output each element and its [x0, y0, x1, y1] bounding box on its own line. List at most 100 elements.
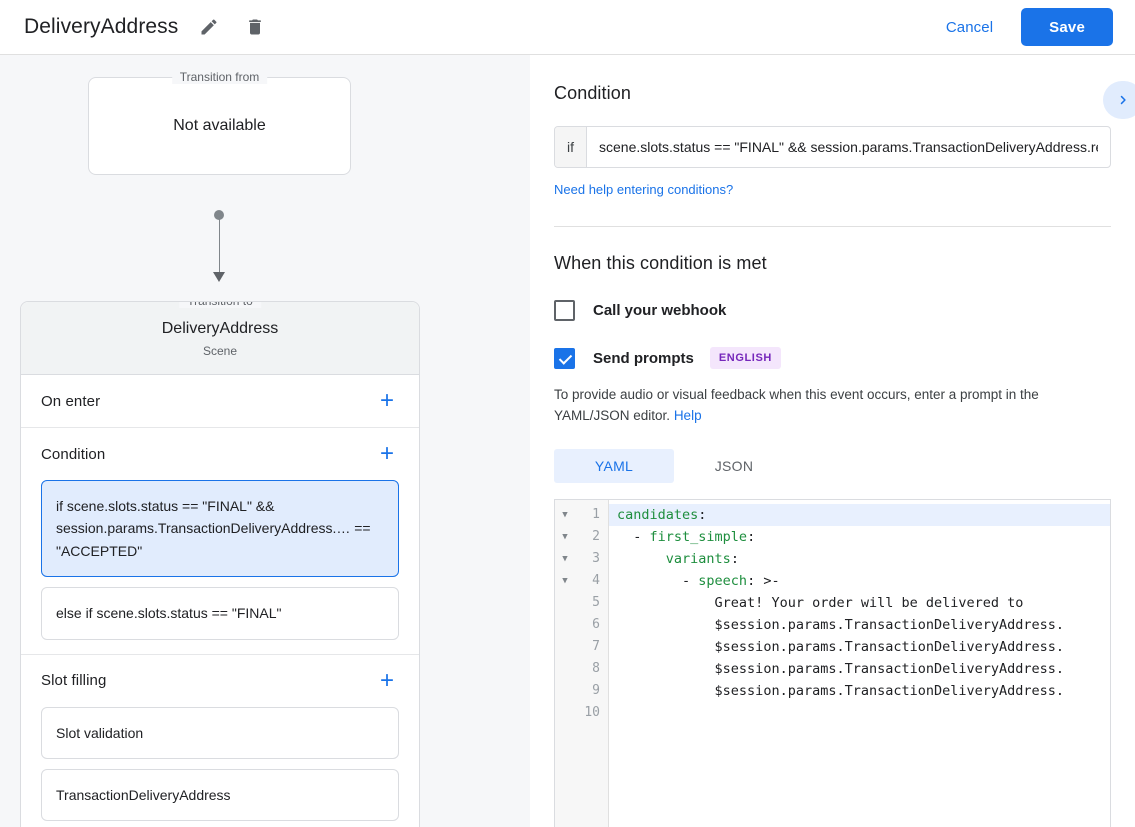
editor-gutter-line: ▼1 [555, 504, 608, 526]
code-indent [617, 683, 715, 699]
code-value-token: $session.params.TransactionDeliveryAddre… [714, 660, 1065, 677]
send-prompts-checkbox-row[interactable]: Send prompts ENGLISH [554, 347, 1111, 369]
editor-code-line: $session.params.TransactionDeliveryAddre… [609, 658, 1110, 680]
editor-gutter-line: 5 [555, 592, 608, 614]
editor-gutter-line: 7 [555, 636, 608, 658]
code-indent [617, 617, 715, 633]
section-divider [554, 226, 1111, 227]
prompts-help-link[interactable]: Help [673, 407, 702, 423]
editor-gutter-line: ▼3 [555, 548, 608, 570]
transition-to-card: Transition to DeliveryAddress Scene On e… [20, 301, 420, 827]
editor-code-line [609, 702, 1110, 724]
editor-line-number: 4 [592, 573, 600, 589]
prompts-helper-sentence: To provide audio or visual feedback when… [554, 387, 1039, 423]
code-indent [617, 639, 715, 655]
editor-line-number: 1 [592, 507, 600, 523]
add-on-enter-icon[interactable]: + [379, 387, 394, 414]
condition-list: if scene.slots.status == "FINAL" && sess… [21, 480, 419, 654]
condition-input-row[interactable]: if [554, 126, 1111, 168]
connector-arrow-icon [213, 272, 225, 282]
editor-format-tabs: YAML JSON [554, 448, 1111, 483]
call-webhook-label: Call your webhook [593, 302, 727, 319]
editor-line-number: 3 [592, 551, 600, 567]
editor-code-line: $session.params.TransactionDeliveryAddre… [609, 680, 1110, 702]
fold-triangle-icon[interactable]: ▼ [562, 531, 568, 542]
cancel-button[interactable]: Cancel [932, 11, 1007, 44]
send-prompts-label: Send prompts [593, 349, 694, 367]
editor-gutter-line: ▼2 [555, 526, 608, 548]
list-item[interactable]: TransactionDeliveryAddress [41, 768, 399, 822]
section-on-enter: On enter + [21, 375, 419, 428]
chevron-right-icon[interactable] [1103, 81, 1135, 119]
when-met-heading: When this condition is met [554, 253, 767, 273]
left-graph-panel: Transition from Not available Transition… [0, 55, 530, 827]
pencil-icon[interactable] [194, 12, 224, 42]
transition-to-legend: Transition to [179, 302, 261, 308]
add-condition-icon[interactable]: + [379, 440, 394, 467]
section-header-slot-filling[interactable]: Slot filling + [21, 655, 419, 707]
editor-line-number: 2 [592, 529, 600, 545]
connector-dot [214, 210, 224, 220]
fold-triangle-icon[interactable]: ▼ [562, 575, 568, 586]
save-button[interactable]: Save [1021, 8, 1113, 46]
list-item[interactable]: else if scene.slots.status == "FINAL" [41, 587, 399, 640]
code-value-token: : >- [747, 572, 780, 589]
send-prompts-checkbox[interactable] [554, 347, 575, 369]
editor-gutter-line: 10 [555, 702, 608, 724]
editor-code-line: - first_simple: [609, 526, 1110, 548]
condition-input[interactable] [587, 127, 1110, 167]
code-indent: - [617, 528, 650, 545]
scene-name: DeliveryAddress [161, 320, 279, 337]
right-detail-panel: Condition if Need help entering conditio… [530, 55, 1135, 827]
code-key-token: variants [665, 550, 731, 567]
section-header-on-enter[interactable]: On enter + [21, 375, 419, 427]
transition-from-card[interactable]: Transition from Not available [88, 70, 351, 175]
trash-icon[interactable] [240, 12, 270, 42]
language-badge: ENGLISH [709, 347, 781, 369]
editor-code-line: candidates: [609, 503, 1110, 526]
tab-yaml[interactable]: YAML [554, 448, 674, 483]
code-value-token: : [698, 506, 707, 523]
code-value-token: $session.params.TransactionDeliveryAddre… [714, 682, 1065, 699]
editor-code-line: - speech: >- [609, 570, 1110, 592]
condition-help-link[interactable]: Need help entering conditions? [554, 182, 734, 197]
call-webhook-checkbox[interactable] [554, 300, 575, 321]
list-item[interactable]: Slot validation [41, 706, 399, 759]
section-header-condition[interactable]: Condition + [21, 428, 419, 480]
condition-block: Condition if Need help entering conditio… [530, 55, 1135, 227]
code-value-token: : [747, 528, 756, 545]
code-key-token: speech [698, 572, 748, 589]
editor-gutter-line: 8 [555, 658, 608, 680]
webhook-checkbox-row[interactable]: Call your webhook [554, 300, 1111, 321]
editor-line-number: 8 [592, 661, 600, 677]
editor-code-area[interactable]: candidates: - first_simple: variants: - … [609, 500, 1110, 827]
section-title-condition: Condition [41, 445, 106, 463]
editor-gutter-line: ▼4 [555, 570, 608, 592]
code-key-token: candidates [617, 506, 699, 523]
section-slot-filling: Slot filling + Slot validation Transacti… [21, 655, 419, 827]
condition-heading: Condition [554, 83, 631, 103]
slot-filling-list: Slot validation TransactionDeliveryAddre… [21, 706, 419, 827]
code-value-token: $session.params.TransactionDeliveryAddre… [714, 616, 1065, 633]
editor-code-line: $session.params.TransactionDeliveryAddre… [609, 614, 1110, 636]
editor-line-number: 7 [592, 639, 600, 655]
editor-code-line: $session.params.TransactionDeliveryAddre… [609, 636, 1110, 658]
when-condition-met-block: When this condition is met Call your web… [530, 227, 1135, 827]
scene-header[interactable]: DeliveryAddress Scene [21, 302, 419, 375]
scene-type-label: Scene [202, 344, 238, 358]
fold-triangle-icon[interactable]: ▼ [562, 509, 568, 520]
code-indent: - [617, 572, 699, 589]
tab-json[interactable]: JSON [714, 457, 754, 474]
fold-triangle-icon[interactable]: ▼ [562, 553, 568, 564]
condition-if-prefix: if [555, 127, 587, 167]
add-slot-filling-icon[interactable]: + [379, 666, 394, 694]
editor-line-number: 10 [584, 705, 600, 721]
list-item[interactable]: if scene.slots.status == "FINAL" && sess… [41, 480, 399, 578]
editor-code-line: Great! Your order will be delivered to [609, 592, 1110, 614]
top-app-bar: DeliveryAddress Cancel Save [0, 0, 1135, 55]
code-indent [617, 595, 715, 611]
editor-line-number: 9 [592, 683, 600, 699]
transition-from-legend: Transition from [171, 70, 268, 84]
